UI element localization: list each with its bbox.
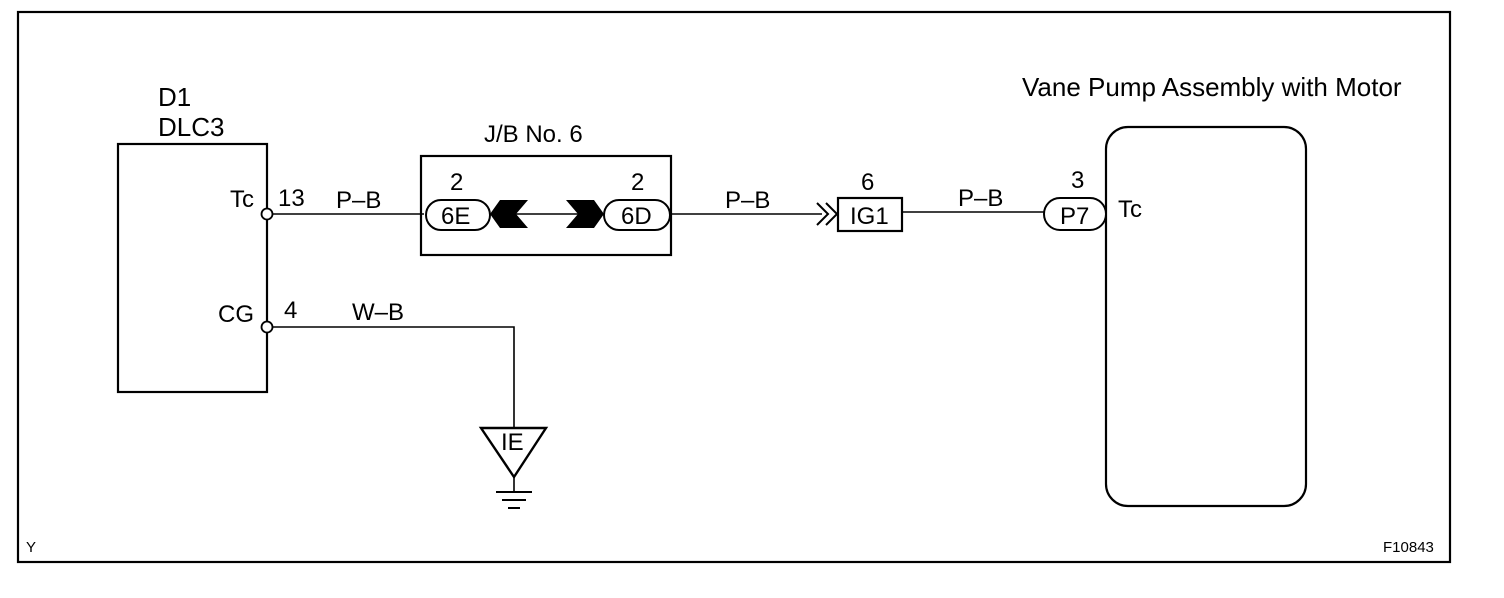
ground-code: IE — [501, 429, 524, 456]
wire-label-cg-to-ground: W–B — [352, 299, 404, 326]
pump-connector — [1043, 197, 1107, 231]
jb-right-arrow — [566, 200, 604, 228]
jb-left-arrow — [490, 200, 528, 228]
jb-left-code: 6E — [441, 203, 470, 230]
jb-left-connector — [425, 199, 491, 231]
pump-title: Vane Pump Assembly with Motor — [1022, 72, 1402, 102]
jb-title: J/B No. 6 — [484, 121, 583, 148]
dlc-pin-tc-terminal — [260, 207, 274, 221]
ig1-connector: 6 IG1 — [836, 169, 904, 233]
jb-right-connector — [603, 199, 671, 231]
wire-cg-to-ground — [273, 326, 515, 428]
ig1-chevron-outer — [816, 202, 830, 226]
ground-point: IE — [478, 426, 549, 509]
ig1-box — [836, 196, 904, 233]
dlc-pin-cg-terminal — [260, 320, 274, 334]
jb-box — [419, 154, 673, 257]
wire-label-jb-to-ig1: P–B — [725, 187, 770, 214]
dlc-pin-cg-number: 4 — [284, 297, 297, 324]
dlc-box — [116, 142, 269, 394]
dlc-name: DLC3 — [158, 112, 224, 142]
pump-pin: 3 — [1071, 167, 1084, 194]
corner-label-left: Y — [26, 539, 36, 556]
jb-left-pin: 2 — [450, 169, 463, 196]
dlc-pin-tc-label: Tc — [230, 186, 254, 213]
junction-block: J/B No. 6 2 6E 2 6D — [419, 121, 673, 257]
ig1-pin: 6 — [861, 169, 874, 196]
jb-right-code: 6D — [621, 203, 652, 230]
dlc-pin-tc-number: 13 — [278, 185, 305, 212]
wire-label-tc-to-jb: P–B — [336, 187, 381, 214]
ig1-code: IG1 — [850, 203, 889, 230]
dlc3-component: D1 DLC3 Tc 13 CG 4 — [116, 82, 305, 394]
pump-terminal-label: Tc — [1118, 196, 1142, 223]
dlc-pin-cg-label: CG — [218, 301, 254, 328]
vane-pump-assembly: Vane Pump Assembly with Motor 3 P7 Tc — [1022, 72, 1402, 508]
wire-label-ig1-to-pump: P–B — [958, 185, 1003, 212]
pump-connector-code: P7 — [1060, 203, 1089, 230]
diagram-frame — [16, 10, 1452, 564]
jb-right-pin: 2 — [631, 169, 644, 196]
ground-triangle — [478, 426, 549, 480]
pump-box — [1104, 125, 1308, 508]
figure-code: F10843 — [1383, 539, 1434, 556]
dlc-id: D1 — [158, 82, 191, 112]
